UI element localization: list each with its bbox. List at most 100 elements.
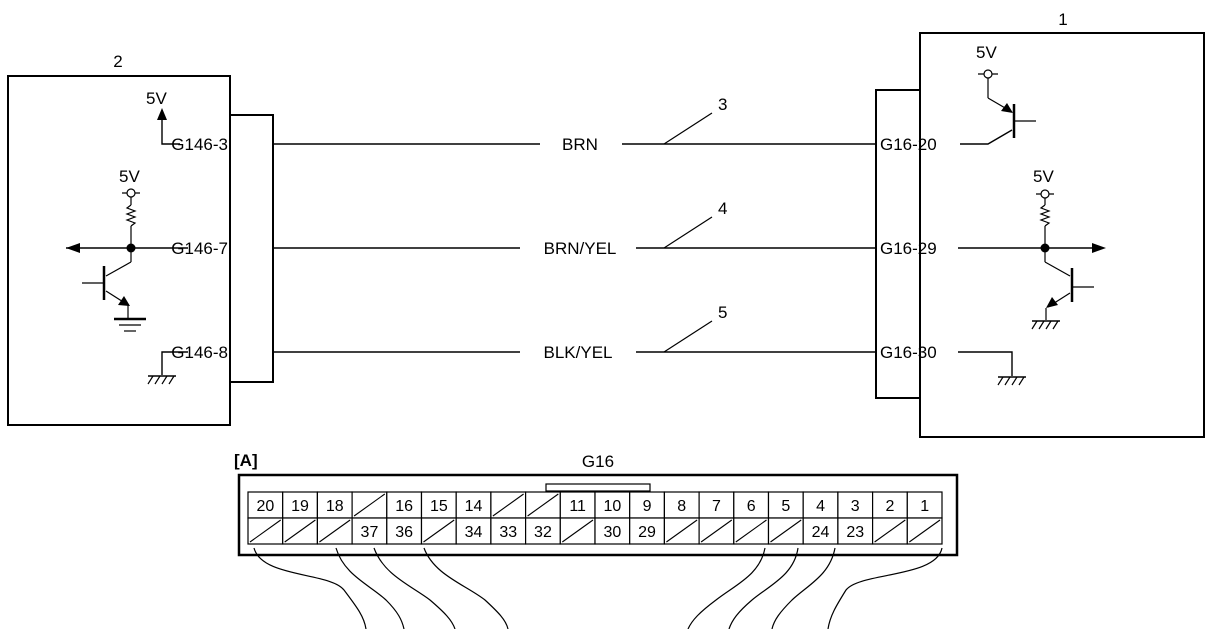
wire-callout-4: 4 [718,199,727,218]
connector-cell [837,517,874,545]
harness-wires [253,547,943,629]
module-2: 2 G146-3 5V G146-7 5V [7,52,274,426]
resistor-icon [125,204,137,227]
unused-cavity-mark [666,519,698,543]
pin-g146-8: G146-8 [147,343,228,385]
chassis-ground-icon [147,375,176,385]
pin-number: 2 [885,498,894,515]
connector-cell [490,517,527,545]
pin-number: 36 [395,524,413,541]
connector-cell [802,517,839,545]
junction-dot [1040,243,1050,253]
ground-icon [114,317,146,332]
unused-cavity-mark [319,519,351,543]
unused-cavity-mark [423,519,455,543]
pin-number: 18 [326,498,344,515]
pin-number: 1 [920,498,929,515]
transistor-icon [987,78,1036,138]
arrow-left-icon [66,243,80,253]
module-1-body [919,32,1205,438]
wire-brn: BRN 3 [273,95,876,154]
supply-label-left-1: 5V [146,89,167,108]
pin-g16-30: G16-30 [880,343,1026,386]
pin-label-g16-30: G16-30 [880,343,937,362]
wire-callout-3: 3 [718,95,727,114]
pin-number: 37 [361,524,379,541]
connector-cell [594,517,631,545]
unused-cavity-mark [284,519,316,543]
supply-terminal-icon [126,188,136,198]
connector-name: G16 [582,452,614,471]
pin-number: 10 [603,498,621,515]
pin-number: 15 [430,498,448,515]
pin-number: 5 [781,498,790,515]
module-2-body [7,75,231,426]
resistor-icon [1039,204,1051,227]
pin-number: 30 [603,524,621,541]
transistor-icon [1044,252,1094,320]
pin-label-g146-3: G146-3 [171,135,228,154]
pin-g146-3: G146-3 5V [146,89,228,154]
connector-cell [386,517,423,545]
module-2-connector [229,114,274,383]
pin-number: 3 [851,498,860,515]
unused-cavity-mark [527,493,559,517]
module-2-number: 2 [113,52,122,71]
unused-cavity-mark [908,519,941,543]
pin-number: 4 [816,498,825,515]
connector-cell [698,491,735,519]
pin-label-g146-7: G146-7 [171,239,228,258]
transistor-icon [82,252,132,318]
connector-cell [524,517,561,545]
arrow-right-icon [1092,243,1106,253]
junction-dot [126,243,136,253]
connector-cell [629,491,666,519]
pin-number: 20 [256,498,274,515]
pin-number: 8 [677,498,686,515]
unused-cavity-mark [700,519,733,543]
pin-number: 14 [465,498,483,515]
connector-cell [906,491,943,519]
wire-callout-5: 5 [718,303,727,322]
pin-number: 6 [747,498,756,515]
connector-cell [629,517,666,545]
chassis-ground-icon [997,376,1026,386]
unused-cavity-mark [249,519,282,543]
module-1: 1 G16-20 5V G16-29 5V [875,10,1205,438]
supply-terminal-icon [983,69,993,79]
pin-number: 9 [643,498,652,515]
connector-cell [594,491,631,519]
pin-number: 7 [712,498,721,515]
arrow-up-icon [157,108,167,120]
supply-label-left-2: 5V [119,167,140,186]
pin-g16-20: G16-20 5V [880,43,1036,154]
unused-cavity-mark [735,519,767,543]
pin-number: 34 [465,524,483,541]
connector-cell [802,491,839,519]
pin-label-g16-29: G16-29 [880,239,937,258]
pin-number: 16 [395,498,413,515]
supply-label-right-2: 5V [1033,167,1054,186]
pin-g146-7: G146-7 5V [66,167,228,332]
wire-blk-yel: BLK/YEL 5 [273,303,876,362]
wire-color-brn-yel: BRN/YEL [544,239,617,258]
pin-number: 33 [499,524,517,541]
pin-number: 11 [569,498,586,515]
pin-label-g16-20: G16-20 [880,135,937,154]
wire-color-brn: BRN [562,135,598,154]
pin-label-g146-8: G146-8 [171,343,228,362]
unused-cavity-mark [770,519,802,543]
unused-cavity-mark [353,493,386,517]
wire-color-blk-yel: BLK/YEL [544,343,613,362]
pin-number: 32 [534,524,552,541]
chassis-ground-icon [1031,320,1060,330]
connector-latch [545,483,651,492]
module-1-number: 1 [1058,10,1067,29]
pin-number: 24 [812,524,830,541]
connector-cell [386,491,423,519]
supply-terminal-icon [1040,189,1050,199]
pin-g16-29: G16-29 5V [880,167,1106,330]
